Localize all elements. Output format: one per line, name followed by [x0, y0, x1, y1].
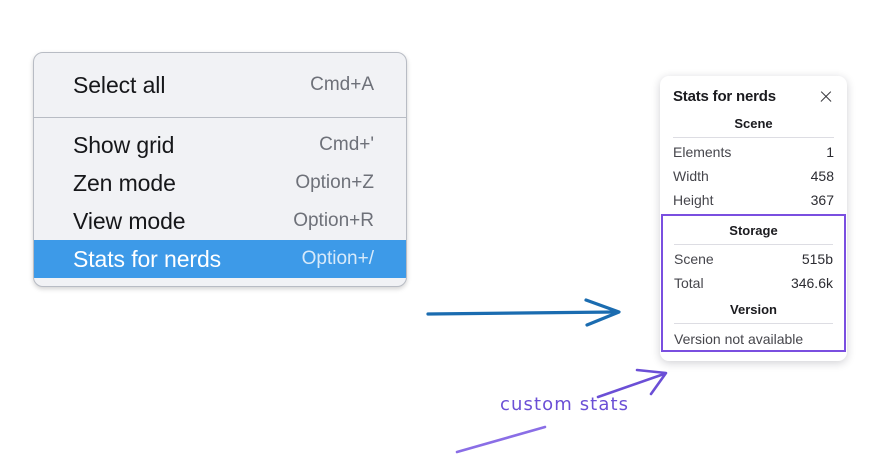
section-storage: Storage Scene 515b Total 346.6k [663, 216, 844, 295]
section-version: Version Version not available [663, 295, 844, 350]
close-icon[interactable] [818, 89, 834, 105]
menu-divider [34, 117, 406, 118]
version-value: Version not available [674, 331, 804, 347]
stats-panel-header: Stats for nerds [660, 76, 847, 109]
menu-item-shortcut: Option+/ [301, 248, 374, 269]
stat-value: 367 [810, 192, 834, 208]
stat-row: Total 346.6k [674, 271, 833, 295]
stat-label: Total [674, 275, 704, 291]
stat-value: 515b [801, 251, 833, 267]
stat-row: Scene 515b [674, 247, 833, 271]
stat-value: 458 [810, 168, 834, 184]
purple-arrow-to-box [596, 368, 668, 399]
section-title: Scene [734, 116, 773, 131]
menu-item-view-mode[interactable]: View mode Option+R [34, 202, 406, 240]
stat-label: Height [673, 192, 714, 208]
stat-label: Width [673, 168, 709, 184]
stat-row: Width 458 [673, 164, 834, 188]
context-menu[interactable]: Select all Cmd+A Show grid Cmd+' Zen mod… [33, 52, 407, 287]
stat-label: Scene [674, 251, 714, 267]
menu-item-label: Select all [73, 71, 166, 98]
menu-item-shortcut: Option+R [293, 210, 374, 231]
stats-for-nerds-panel[interactable]: Stats for nerds Scene Elements 1 Width 4… [660, 76, 847, 361]
menu-item-zen-mode[interactable]: Zen mode Option+Z [34, 164, 406, 202]
menu-item-shortcut: Option+Z [295, 172, 374, 193]
stat-row: Height 367 [673, 188, 834, 212]
blue-arrow [426, 298, 621, 327]
section-rule [674, 323, 833, 324]
section-title: Storage [729, 223, 778, 238]
stat-label: Elements [673, 144, 732, 160]
section-scene: Scene Elements 1 Width 458 Height 367 [660, 109, 847, 212]
menu-group-top: Select all Cmd+A [34, 53, 406, 117]
section-rule [673, 137, 834, 138]
stat-value: 1 [826, 144, 834, 160]
panel-title: Stats for nerds [673, 88, 776, 105]
menu-item-show-grid[interactable]: Show grid Cmd+' [34, 126, 406, 164]
stat-row: Elements 1 [673, 140, 834, 164]
stat-value: 346.6k [790, 275, 833, 291]
menu-item-select-all[interactable]: Select all Cmd+A [34, 66, 406, 104]
custom-stats-annotation: custom stats [500, 394, 630, 415]
section-title: Version [730, 302, 777, 317]
custom-stats-highlight-box: Storage Scene 515b Total 346.6k Version … [661, 214, 846, 352]
menu-item-stats-for-nerds[interactable]: Stats for nerds Option+/ [34, 240, 406, 278]
menu-item-label: View mode [73, 207, 186, 234]
menu-item-label: Show grid [73, 131, 175, 158]
section-rule [674, 244, 833, 245]
menu-item-shortcut: Cmd+A [310, 74, 374, 95]
menu-group-view: Show grid Cmd+' Zen mode Option+Z View m… [34, 118, 406, 286]
menu-item-shortcut: Cmd+' [319, 134, 374, 155]
menu-item-label: Zen mode [73, 169, 176, 196]
purple-underline-stroke [455, 425, 547, 454]
menu-item-label: Stats for nerds [73, 245, 222, 272]
